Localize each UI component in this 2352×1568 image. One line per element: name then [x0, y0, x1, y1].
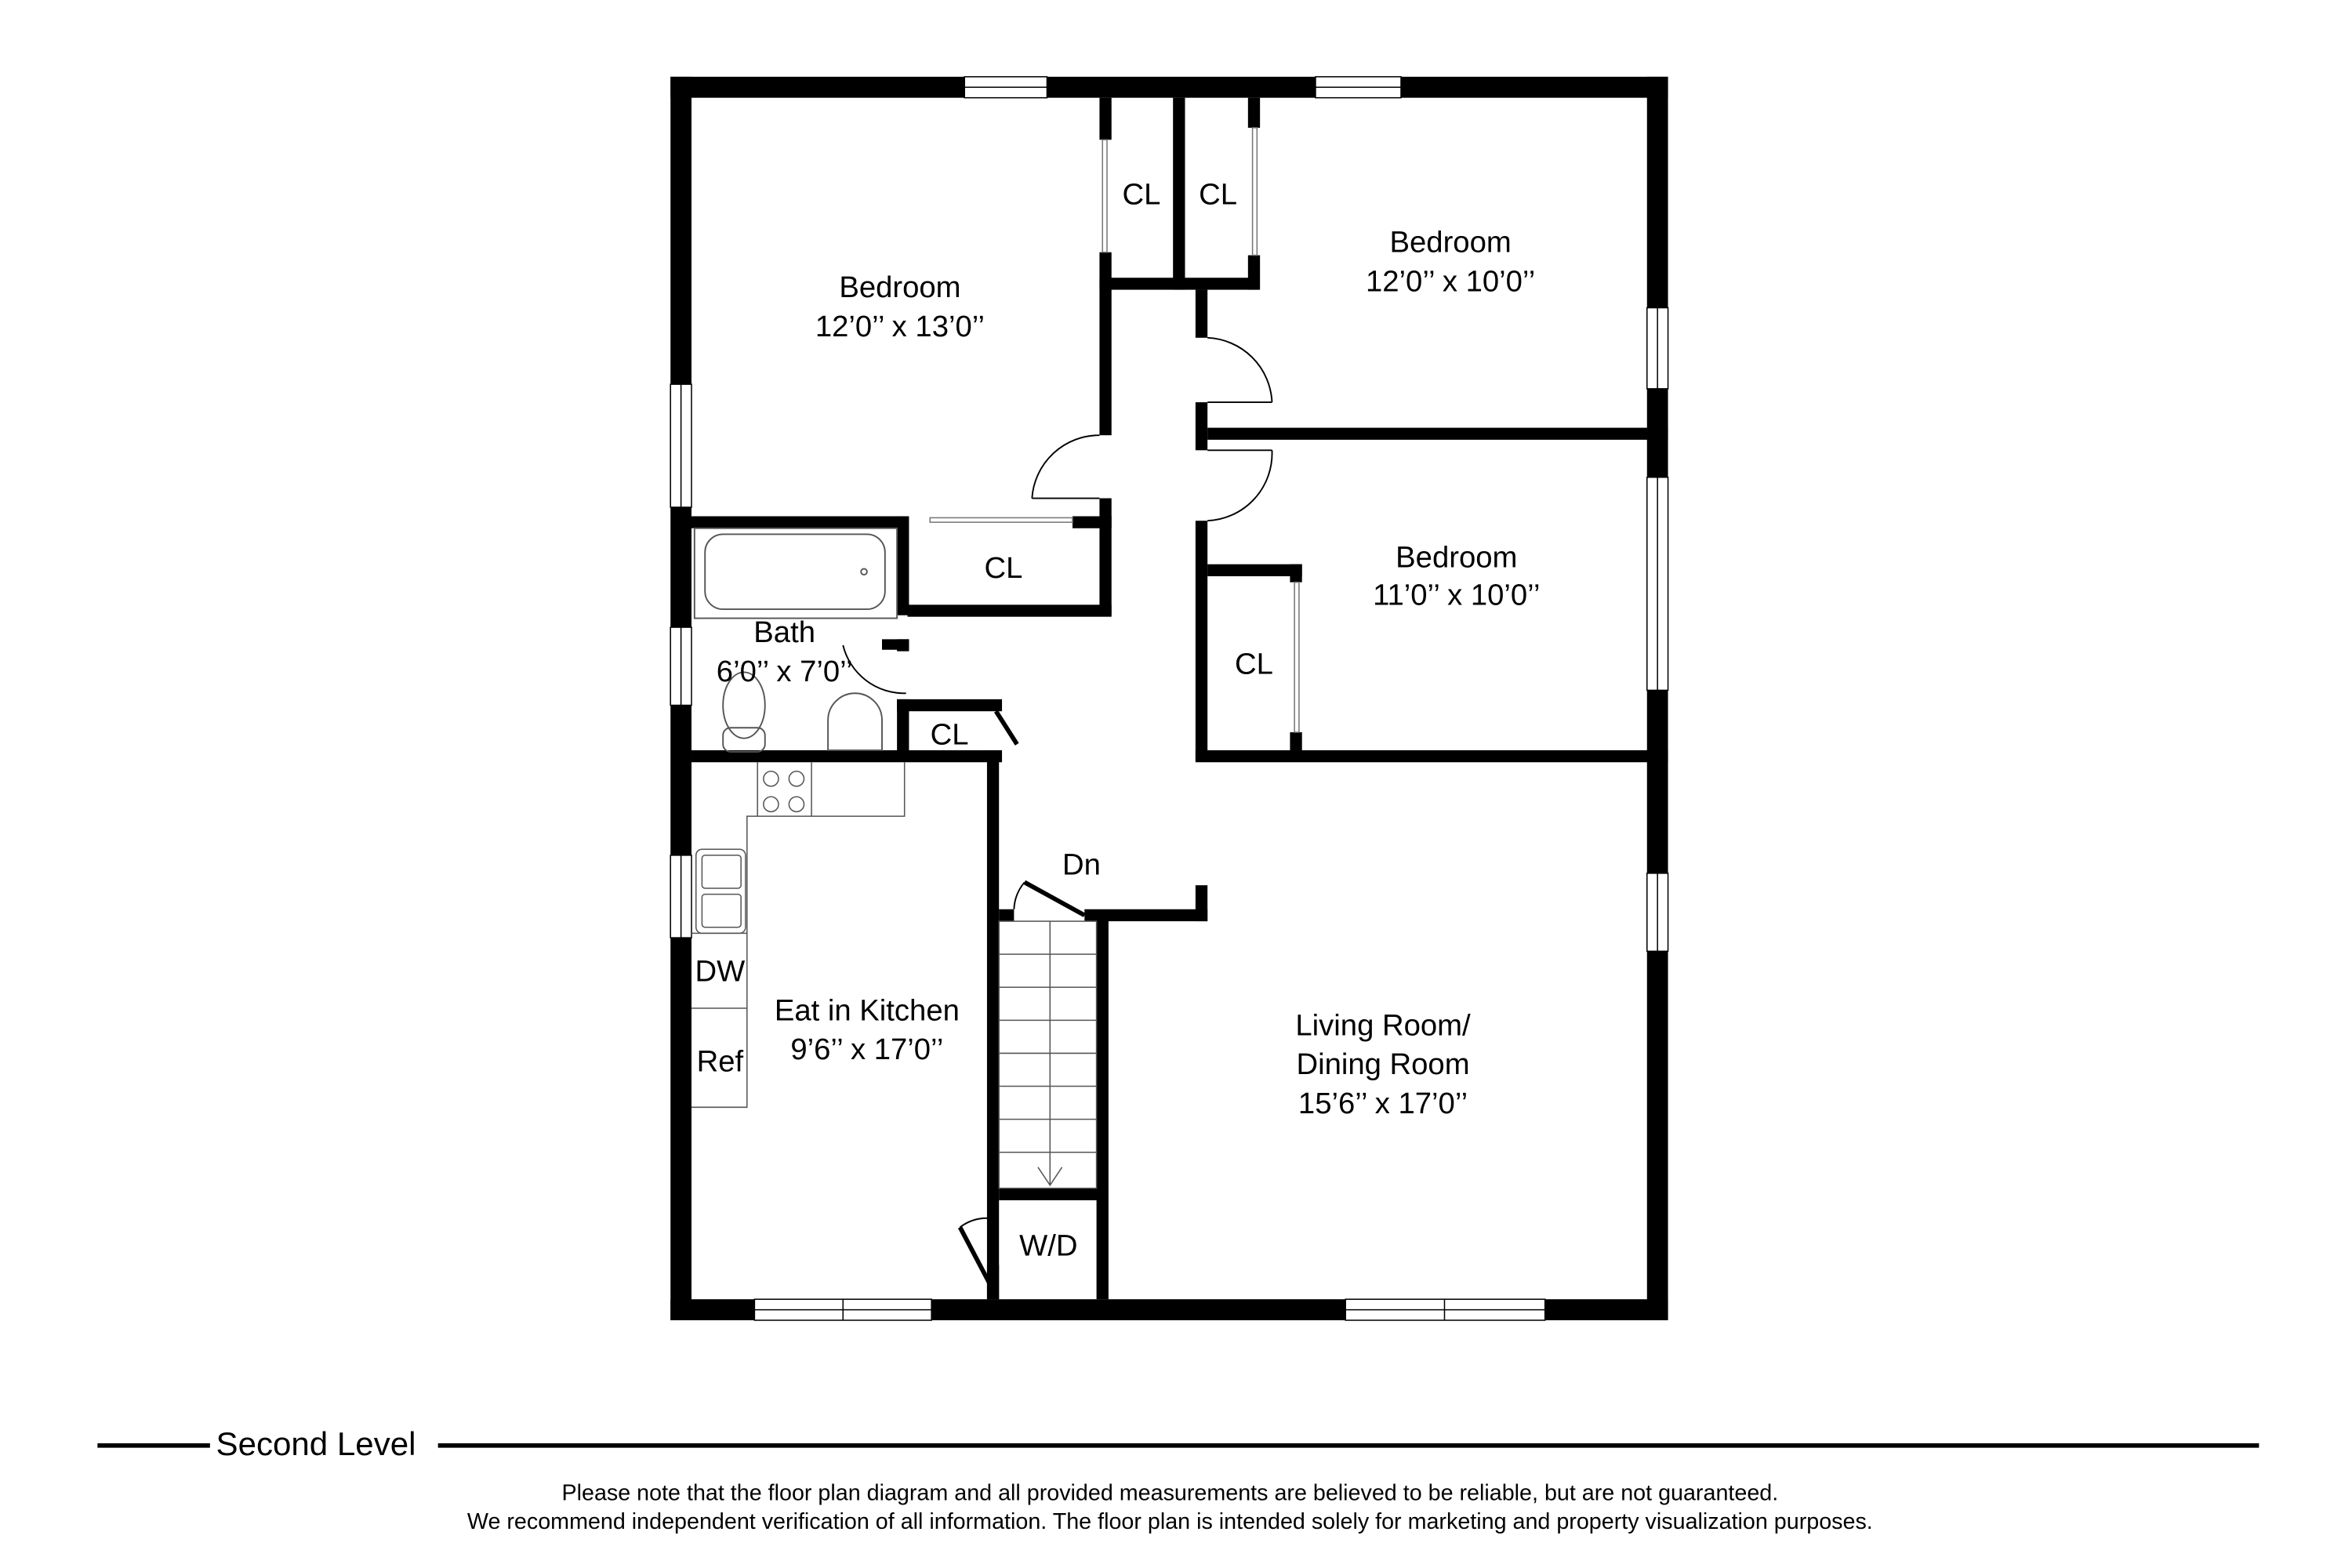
room-dims-living: 15’6’’ x 17’0’’	[1298, 1087, 1468, 1120]
room-name-bedroom-2: Bedroom	[1390, 226, 1512, 260]
washer-dryer-label: W/D	[1019, 1229, 1077, 1263]
room-name-bedroom-3: Bedroom	[1396, 541, 1517, 575]
room-dims-bedroom-3: 11’0’’ x 10’0’’	[1373, 578, 1540, 612]
refrigerator-label: Ref	[697, 1044, 744, 1078]
room-name-bath: Bath	[753, 615, 815, 649]
doors	[842, 336, 1273, 1286]
kitchen-fixtures	[691, 762, 906, 1109]
stairs-down-label: Dn	[1062, 848, 1101, 882]
closet-doors	[929, 127, 1300, 733]
closet-label: CL	[931, 717, 969, 751]
room-dims-bedroom-1: 12’0’’ x 13’0’’	[815, 310, 985, 343]
disclaimer-line-2: We recommend independent verification of…	[467, 1509, 1873, 1534]
closet-label: CL	[1199, 178, 1237, 212]
room-dims-bath: 6’0’’ x 7’0’’	[717, 655, 853, 688]
level-divider	[97, 1443, 2259, 1448]
room-dims-bedroom-2: 12’0’’ x 10’0’’	[1366, 264, 1535, 298]
room-name-kitchen: Eat in Kitchen	[775, 993, 960, 1027]
room-dims-kitchen: 9’6’’ x 17’0’’	[790, 1033, 943, 1066]
windows	[670, 76, 1669, 1321]
interior-walls	[691, 97, 1668, 1300]
level-label: Second Level	[216, 1425, 416, 1462]
dishwasher-label: DW	[695, 955, 746, 989]
room-name-living-1: Living Room/	[1295, 1008, 1471, 1042]
disclaimer-line-1: Please note that the floor plan diagram …	[561, 1481, 1778, 1506]
closet-label: CL	[1235, 647, 1273, 681]
outer-walls	[670, 76, 1668, 1320]
stairs	[998, 920, 1098, 1189]
closet-label: CL	[985, 551, 1023, 585]
closet-label: CL	[1123, 178, 1161, 212]
room-name-bedroom-1: Bedroom	[839, 270, 960, 304]
room-name-living-2: Dining Room	[1296, 1047, 1469, 1081]
bath-fixtures	[693, 527, 898, 753]
